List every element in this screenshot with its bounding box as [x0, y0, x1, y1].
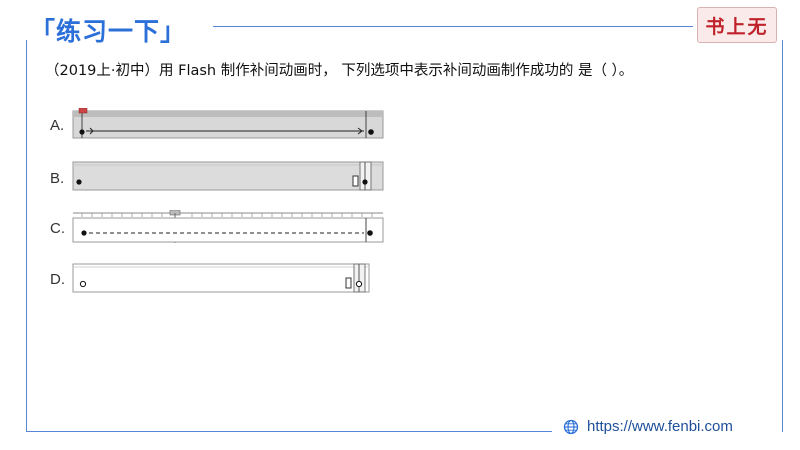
- question-text: （2019上·初中）用 Flash 制作补间动画时， 下列选项中表示补间动画制作…: [45, 63, 634, 79]
- option-a-timeline[interactable]: [72, 108, 384, 140]
- frame-left-line: [26, 40, 27, 432]
- option-b-timeline[interactable]: [72, 160, 384, 192]
- globe-icon: [563, 419, 579, 434]
- frame-top-line: [213, 26, 693, 27]
- option-d-label: D.: [50, 271, 65, 288]
- frame-right-line: [782, 40, 783, 432]
- brand-logo: 书上无: [697, 7, 777, 43]
- footer-url[interactable]: https://www.fenbi.com: [587, 418, 733, 435]
- option-d-timeline[interactable]: [72, 262, 372, 294]
- footer: https://www.fenbi.com: [563, 418, 733, 435]
- frame-bottom-line: [26, 431, 552, 432]
- option-c-label: C.: [50, 220, 65, 237]
- option-a-label: A.: [50, 117, 65, 134]
- section-title: 「练习一下」: [30, 17, 187, 46]
- option-c-timeline[interactable]: [72, 210, 384, 244]
- option-b-label: B.: [50, 170, 65, 187]
